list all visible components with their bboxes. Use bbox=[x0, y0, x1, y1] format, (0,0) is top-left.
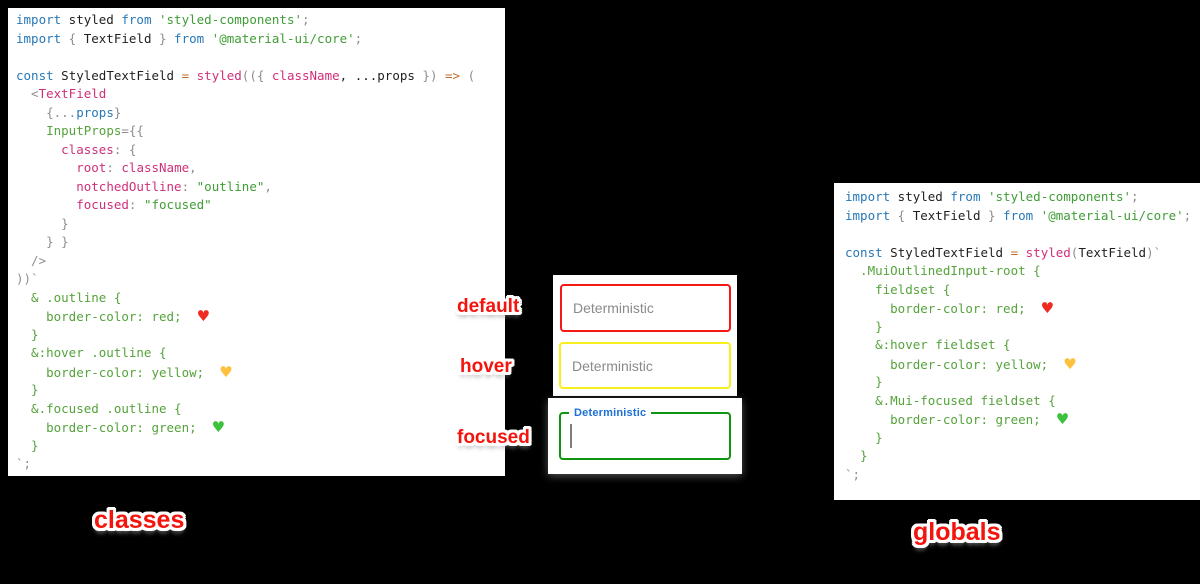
globals-code-snippet: import styled from 'styled-components';i… bbox=[834, 183, 1200, 500]
state-label-hover: hover bbox=[460, 356, 512, 377]
state-label-focused: focused bbox=[457, 427, 530, 448]
textfield-focused[interactable]: Deterministic bbox=[559, 406, 731, 460]
state-label-default: default bbox=[457, 296, 520, 317]
caption-globals: globals bbox=[913, 518, 1001, 546]
textfield-hover-input[interactable] bbox=[561, 344, 729, 387]
textfield-default-input[interactable] bbox=[562, 286, 729, 330]
text-cursor bbox=[570, 424, 572, 448]
textfield-hover[interactable] bbox=[559, 342, 731, 389]
classes-code-snippet: import styled from 'styled-components';i… bbox=[8, 8, 505, 476]
textfield-demo-panel bbox=[553, 275, 737, 396]
textfield-default[interactable] bbox=[560, 284, 731, 332]
textfield-focused-label: Deterministic bbox=[569, 406, 652, 420]
textfield-focused-input[interactable] bbox=[561, 414, 729, 458]
caption-classes: classes bbox=[94, 506, 185, 534]
textfield-focused-panel: Deterministic bbox=[548, 398, 742, 474]
